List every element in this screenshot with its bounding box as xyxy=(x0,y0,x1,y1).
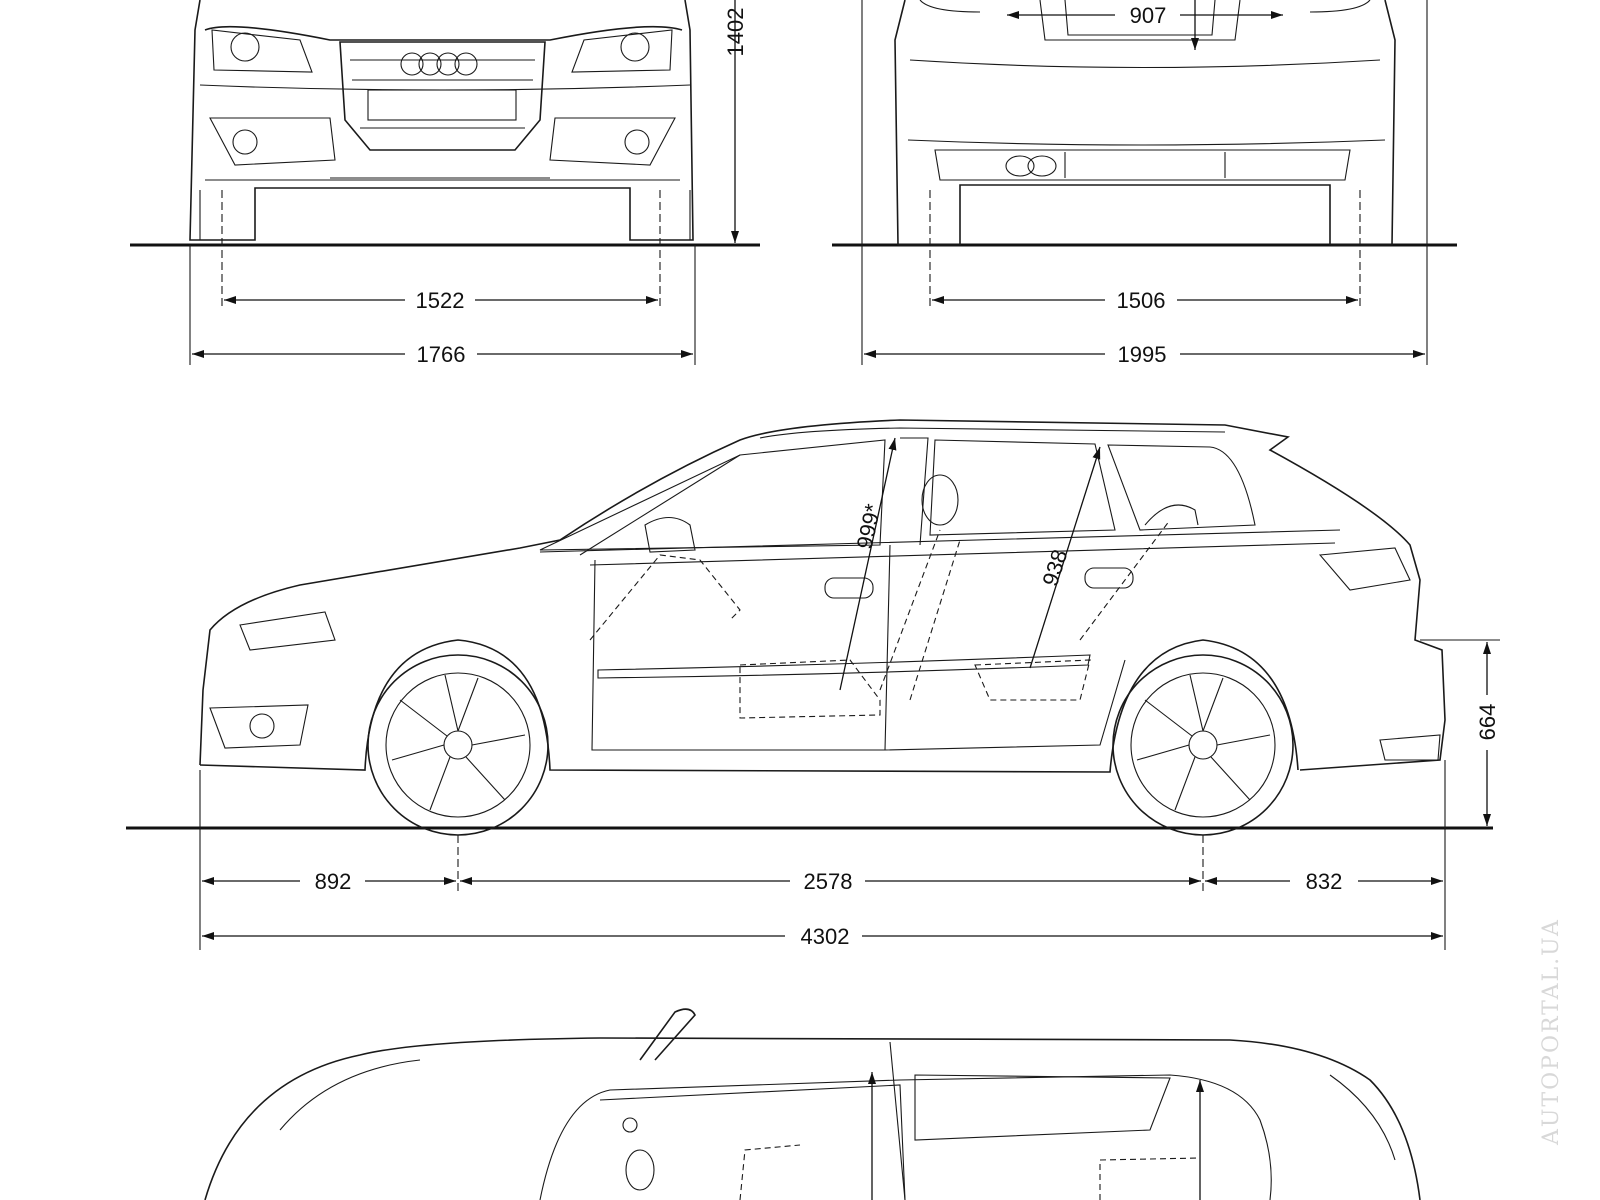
rear-overhang-label: 832 xyxy=(1306,869,1343,894)
wheelbase-label: 2578 xyxy=(804,869,853,894)
width-label: 1766 xyxy=(417,342,466,367)
rear-window-width-label: 907 xyxy=(1130,3,1167,28)
watermark: AUTOPORTAL.UA xyxy=(1539,918,1564,1146)
audi-rings-logo xyxy=(400,52,478,76)
rear-headroom-label: 938 xyxy=(1037,546,1072,589)
top-view xyxy=(204,1008,1421,1200)
length-label: 4302 xyxy=(801,924,850,949)
height-label: 1402 xyxy=(723,8,748,57)
side-view xyxy=(126,419,1493,836)
front-track-label: 1522 xyxy=(416,288,465,313)
front-wheel xyxy=(367,654,549,836)
overall-width-label: 1995 xyxy=(1118,342,1167,367)
rear-track-label: 1506 xyxy=(1117,288,1166,313)
loading-sill-height-label: 664 xyxy=(1475,704,1500,741)
front-view xyxy=(130,0,760,247)
rear-wheel xyxy=(1112,654,1294,836)
front-overhang-label: 892 xyxy=(315,869,352,894)
rear-view xyxy=(832,0,1457,247)
